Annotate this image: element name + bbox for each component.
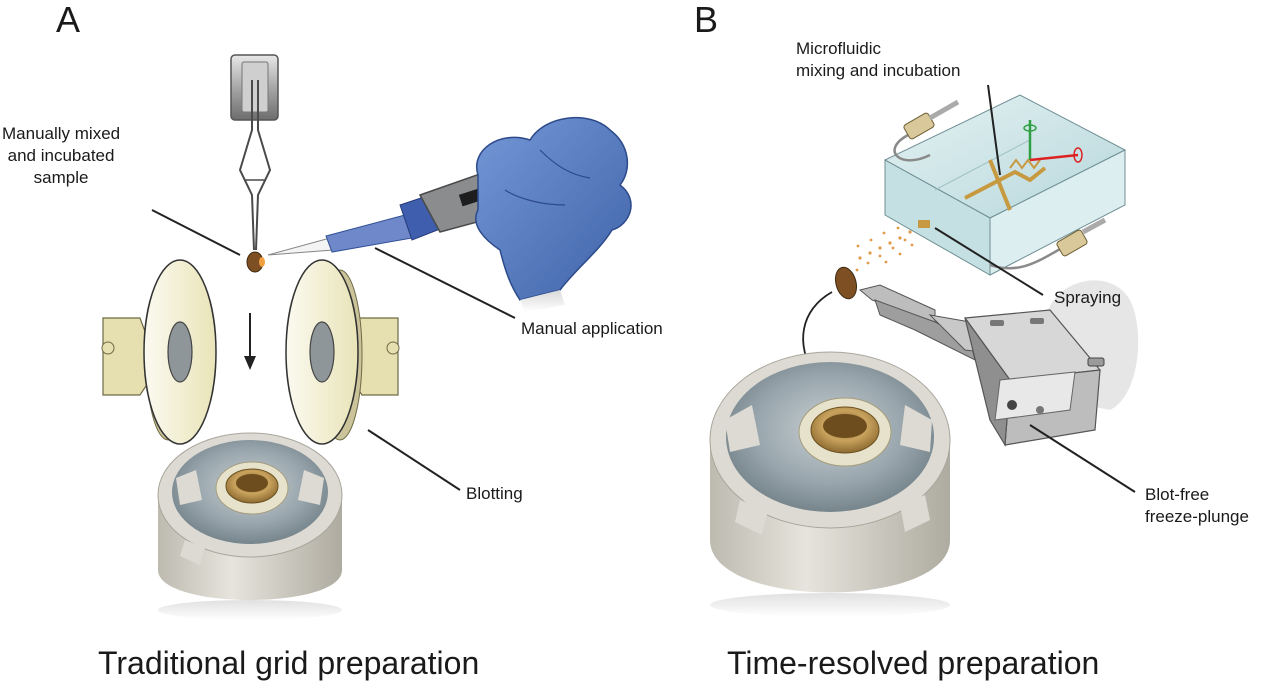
caption-time-resolved: Time-resolved preparation	[727, 645, 1100, 681]
leader-line-plunge	[1029, 424, 1136, 493]
caption-traditional: Traditional grid preparation	[98, 645, 480, 681]
leader-line-blotting	[367, 429, 461, 491]
leader-line-microfluidic	[987, 84, 1001, 176]
label-microfluidic: Microfluidic mixing and incubation	[796, 39, 961, 80]
label-spraying: Spraying	[1054, 288, 1122, 307]
label-manually-mixed-sample: Manually mixed and incubated sample	[2, 124, 121, 187]
panel-a-letter: A	[56, 0, 81, 40]
sample-drop-b	[834, 266, 858, 300]
glove	[475, 117, 632, 312]
fall-arrow-a	[244, 313, 256, 370]
label-blotting: Blotting	[466, 484, 523, 503]
blotting-pad-left	[101, 259, 217, 445]
freeze-plunge-device	[858, 284, 1105, 447]
cryogen-dewar-a	[157, 432, 343, 620]
tweezer-holder	[230, 54, 279, 121]
leader-line-spraying	[934, 227, 1044, 296]
blotting-pad-right	[285, 259, 400, 445]
leader-lines	[151, 84, 1136, 493]
panel-a-illustration	[101, 54, 632, 620]
spray-plume	[855, 226, 914, 272]
panel-b-illustration	[709, 94, 1139, 617]
leader-line-sample	[151, 209, 241, 256]
label-blot-free-freeze-plunge: Blot-free freeze-plunge	[1145, 485, 1249, 526]
sample-drop-a	[246, 251, 265, 273]
tweezers	[238, 80, 272, 251]
panel-b-letter: B	[694, 0, 719, 40]
label-manual-application: Manual application	[521, 319, 663, 338]
cryogen-dewar-b	[709, 351, 951, 617]
leader-line-application	[374, 247, 516, 319]
